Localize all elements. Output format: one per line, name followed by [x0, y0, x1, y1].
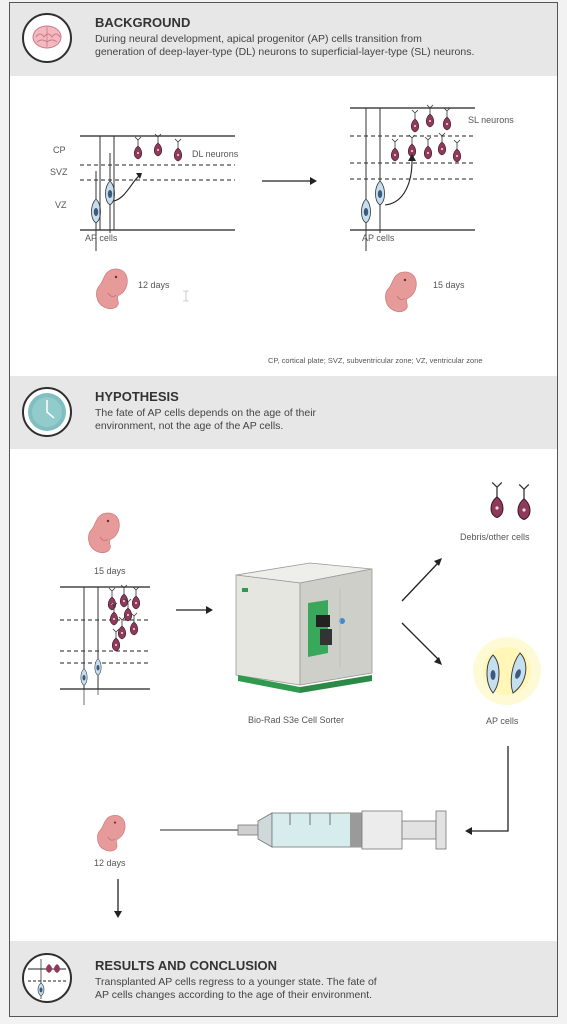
brain-icon	[22, 13, 72, 63]
recipient-age-label: 12 days	[94, 858, 126, 868]
sl-neurons-label: SL neurons	[468, 115, 514, 125]
debris-cells	[490, 481, 531, 521]
clock-icon	[22, 387, 72, 437]
ap-cells-label-left: AP cells	[85, 233, 118, 243]
background-text: During neural development, apical progen…	[95, 33, 545, 59]
svz-label: SVZ	[50, 167, 68, 177]
cortex-12-days-diagram	[80, 133, 235, 252]
donor-embryo	[88, 512, 120, 554]
sorted-ap-cells	[473, 637, 541, 705]
background-header: BACKGROUND During neural development, ap…	[10, 3, 557, 76]
background-title: BACKGROUND	[95, 15, 191, 30]
abbreviations-footnote: CP, cortical plate; SVZ, subventricular …	[268, 356, 483, 365]
embryo-12-days	[96, 268, 128, 310]
recipient-embryo	[97, 814, 126, 852]
hypothesis-header: HYPOTHESIS The fate of AP cells depends …	[10, 376, 557, 449]
cortex-icon	[22, 953, 72, 1003]
sorted-ap-cells-label: AP cells	[486, 716, 519, 726]
background-text-line: During neural development, apical progen…	[95, 33, 422, 45]
donor-cortex-diagram	[60, 584, 150, 706]
debris-label: Debris/other cells	[460, 532, 530, 542]
hypothesis-text: The fate of AP cells depends on the age …	[95, 407, 545, 433]
hypothesis-title: HYPOTHESIS	[95, 389, 179, 404]
age-12-days-label: 12 days	[138, 280, 170, 290]
vz-label: VZ	[55, 200, 67, 210]
cell-sorter-machine	[235, 562, 373, 693]
background-text-line: generation of deep-layer-type (DL) neuro…	[95, 46, 475, 58]
results-text: Transplanted AP cells regress to a young…	[95, 976, 545, 1002]
infographic: BACKGROUND During neural development, ap…	[9, 2, 558, 1017]
donor-age-label: 15 days	[94, 566, 126, 576]
hypothesis-text-line: The fate of AP cells depends on the age …	[95, 407, 317, 419]
cp-label: CP	[53, 145, 66, 155]
dl-neurons-label: DL neurons	[192, 149, 239, 159]
cortex-15-days-diagram	[350, 104, 475, 252]
hypothesis-text-line: environment, not the age of the AP cells…	[95, 420, 284, 432]
diagram-art	[60, 104, 541, 918]
age-15-days-label: 15 days	[433, 280, 465, 290]
embryo-15-days	[385, 271, 417, 313]
results-text-line: AP cells changes according to the age of…	[95, 989, 373, 1001]
cell-sorter-label: Bio-Rad S3e Cell Sorter	[248, 715, 345, 725]
results-header: RESULTS AND CONCLUSION Transplanted AP c…	[10, 941, 557, 1016]
results-text-line: Transplanted AP cells regress to a young…	[95, 976, 377, 988]
ap-cells-label-right: AP cells	[362, 233, 395, 243]
syringe	[160, 810, 447, 850]
results-title: RESULTS AND CONCLUSION	[95, 958, 277, 973]
